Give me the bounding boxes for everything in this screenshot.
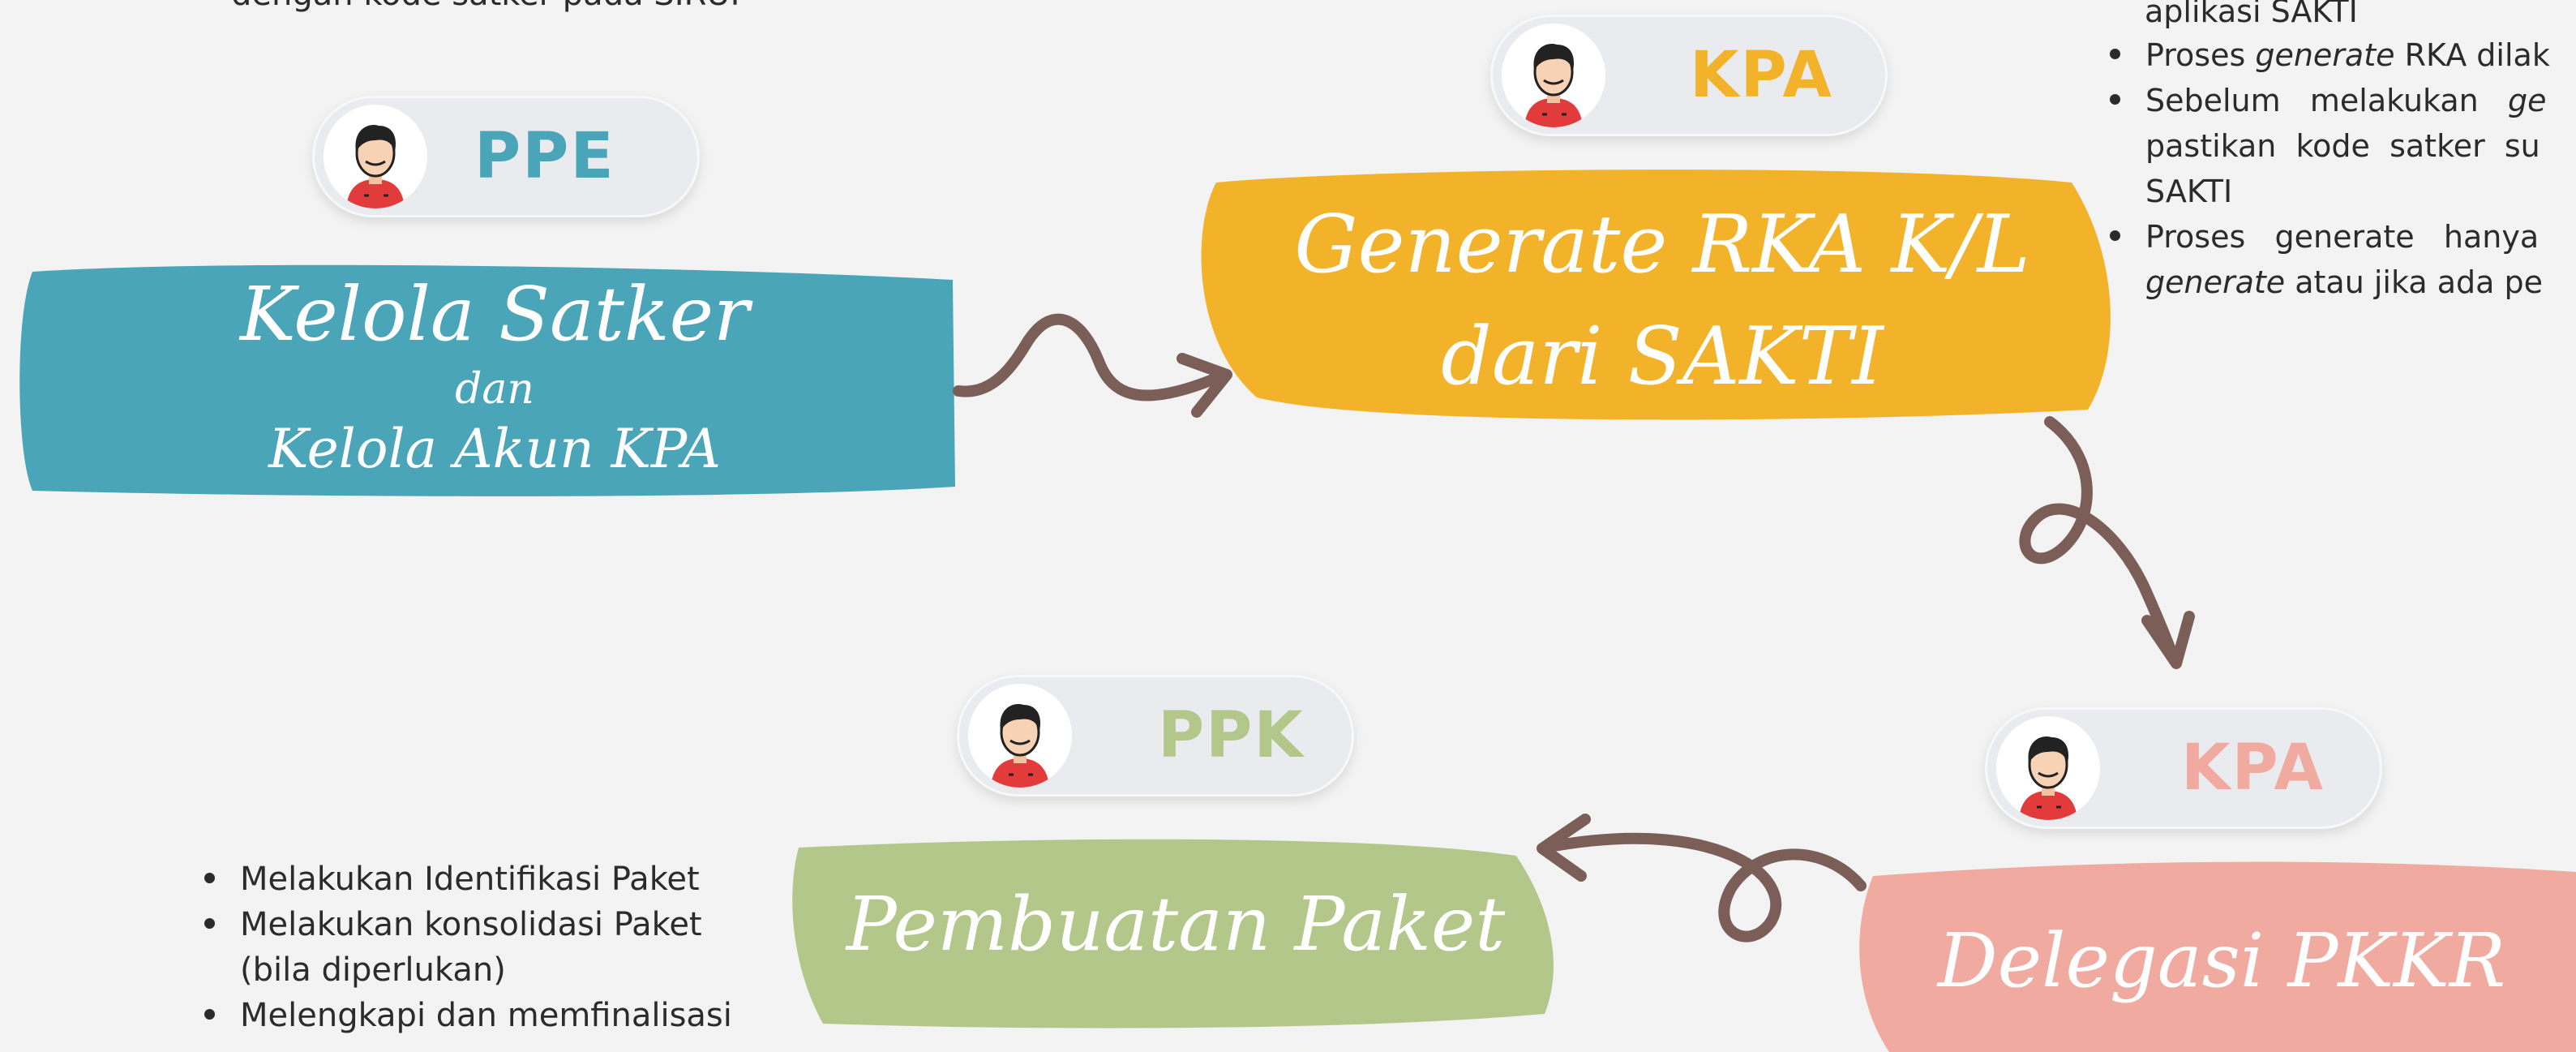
step-pembuatan-line1: Pembuatan Paket: [846, 881, 1506, 968]
person-avatar-icon: [324, 105, 427, 208]
role-pill-ppe: PPE: [312, 96, 700, 217]
curly-arrow-icon: [2019, 416, 2195, 669]
step-kelola: Kelola Satker dan Kelola Akun KPA: [49, 266, 941, 483]
note-right-item: Proses generate RKA dilak: [2100, 32, 2576, 78]
notes-right-top-line: aplikasi SAKTI: [2145, 0, 2358, 29]
step-delegasi-line1: Delegasi PKKR: [1937, 917, 2506, 1004]
curly-arrow-icon: [953, 313, 1232, 418]
role-label-kpa-top: KPA: [1690, 39, 1833, 112]
step-delegasi: Delegasi PKKR: [1873, 908, 2570, 1014]
note-left-item: Melakukan Identifikasi Paket: [195, 857, 843, 902]
note-right-item: Sebelum melakukan ge pastikan kode satke…: [2100, 78, 2576, 214]
role-label-kpa-bottom: KPA: [2181, 732, 2325, 805]
step-kelola-line3: Kelola Akun KPA: [268, 418, 721, 480]
step-generate: Generate RKA K/L dari SAKTI: [1224, 188, 2100, 412]
step-kelola-line1: Kelola Satker: [239, 271, 750, 358]
notes-right: Proses generate RKA dilak Sebelum melaku…: [2100, 32, 2576, 305]
role-label-ppe: PPE: [474, 120, 615, 193]
note-left-item: Melakukan konsolidasi Paket (bila diperl…: [195, 902, 843, 993]
step-generate-line2: dari SAKTI: [1441, 311, 1884, 403]
person-avatar-icon: [1502, 24, 1605, 127]
role-label-ppk: PPK: [1158, 699, 1305, 772]
role-pill-kpa-top: KPA: [1490, 15, 1888, 136]
person-avatar-icon: [1996, 716, 2100, 820]
note-right-item: Proses generate hanya generate atau jika…: [2100, 214, 2576, 305]
curly-arrow-icon: [1537, 814, 1867, 943]
note-left-item: Melengkapi dan memfinalisasi: [195, 993, 843, 1038]
person-avatar-icon: [968, 684, 1072, 788]
top-fragment-text: dengan kode satker pada SIRUP: [231, 0, 750, 13]
role-pill-ppk: PPK: [957, 675, 1354, 797]
notes-left: Melakukan Identifikasi Paket Melakukan k…: [195, 857, 843, 1038]
step-generate-line1: Generate RKA K/L: [1294, 199, 2030, 291]
step-kelola-line2: dan: [455, 365, 534, 414]
role-pill-kpa-bottom: KPA: [1985, 707, 2382, 829]
step-pembuatan: Pembuatan Paket: [799, 872, 1553, 977]
